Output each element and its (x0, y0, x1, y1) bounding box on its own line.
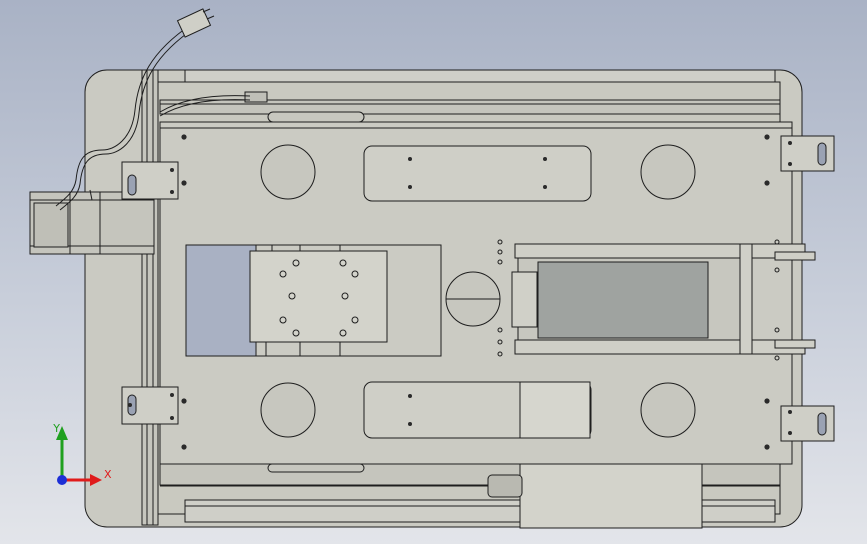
axis-triad: Y X (52, 422, 112, 486)
left-rail (141, 69, 159, 526)
x-axis-arrow (90, 474, 102, 486)
bottom-right-housing (519, 463, 703, 529)
x-axis-label: X (104, 468, 112, 481)
pulley (487, 474, 523, 498)
power-cable (55, 23, 193, 207)
y-axis-label: Y (52, 422, 60, 435)
carriage-rail-bottom (514, 339, 806, 355)
carriage-window (537, 261, 709, 339)
top-slot-panel (363, 145, 592, 202)
top-rail (184, 69, 776, 83)
carriage-end-left (511, 271, 538, 328)
hole-top-left (260, 144, 316, 200)
hole-bottom-right (640, 382, 696, 438)
left-window (185, 244, 257, 357)
center-table (249, 250, 388, 343)
z-axis-marker (57, 475, 67, 485)
hole-top-right (640, 144, 696, 200)
hole-bottom-left (260, 382, 316, 438)
power-plug (176, 8, 212, 38)
bottom-slider-block (519, 381, 591, 439)
motor-flange (33, 202, 69, 248)
y-axis-arrow (56, 426, 68, 440)
carriage-rail-top (514, 243, 806, 259)
carriage-end-right (739, 243, 753, 355)
